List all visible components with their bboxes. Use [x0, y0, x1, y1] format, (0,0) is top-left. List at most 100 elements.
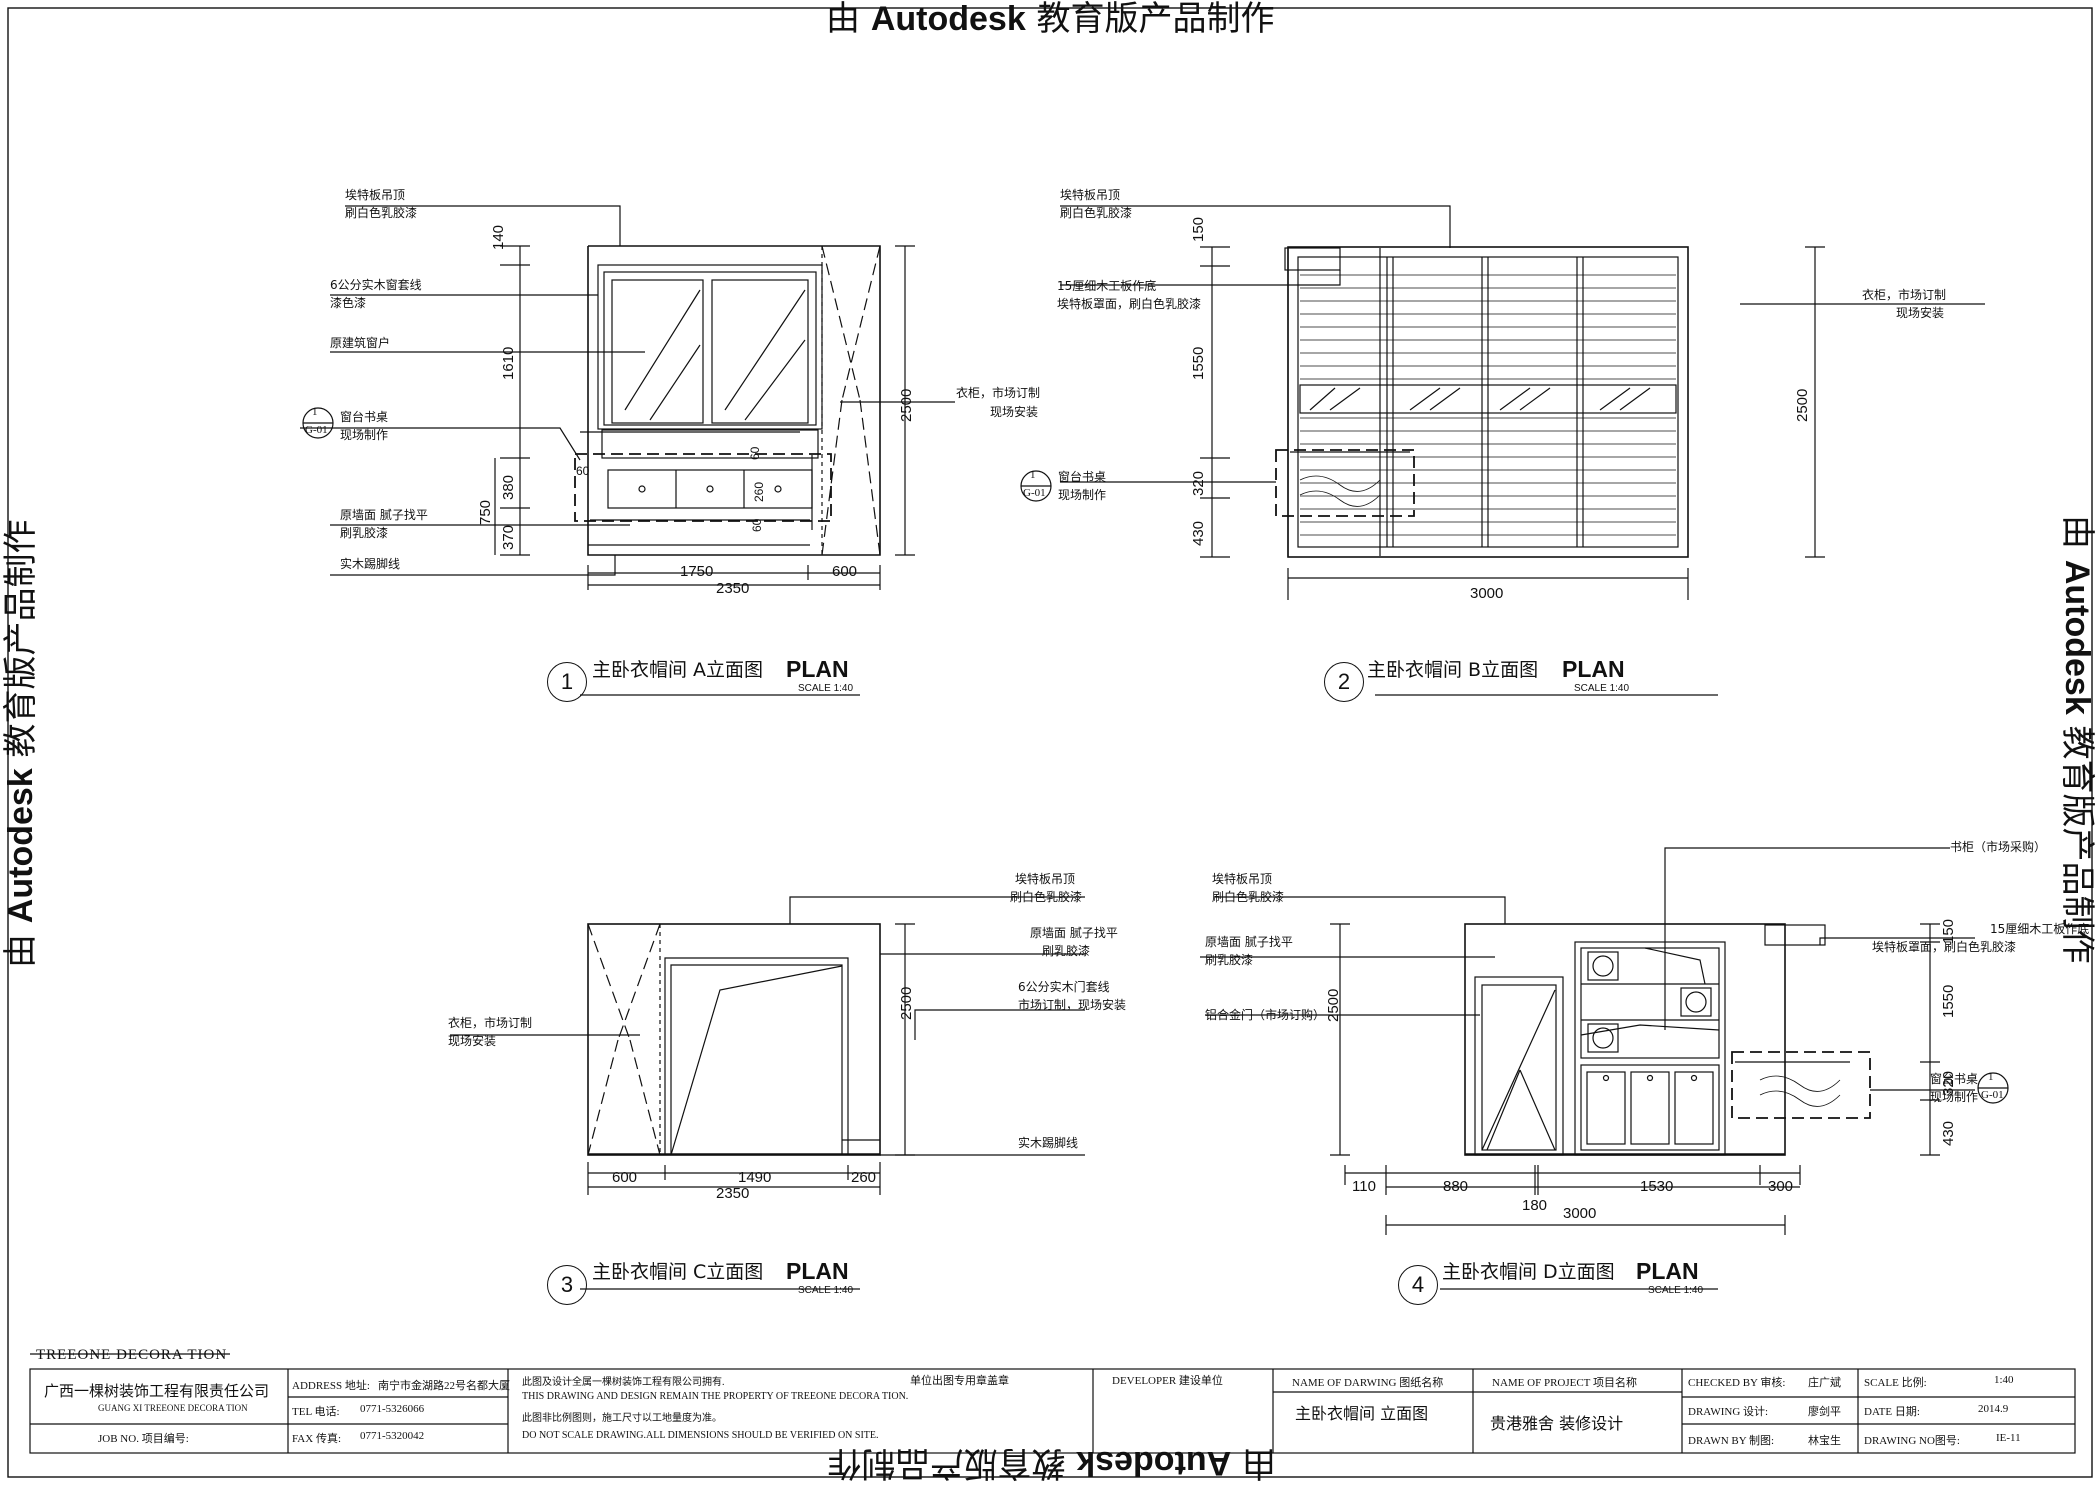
note: 现场安装 — [990, 405, 1039, 419]
date-label: DATE 日期: — [1864, 1406, 1920, 1418]
note: 窗台书桌 — [1058, 470, 1107, 484]
drawing-no-label: DRAWING NO图号: — [1864, 1435, 1960, 1447]
address-label: ADDRESS 地址: — [292, 1380, 370, 1392]
note: 刷白色乳胶漆 — [345, 206, 418, 220]
dim-label: 370 — [500, 524, 517, 550]
watermark-suffix: 教育版产品制作 — [1036, 0, 1275, 39]
dim-label: 260 — [851, 1169, 877, 1186]
dim-label: 180 — [1522, 1197, 1548, 1214]
scale-field-label: SCALE 比例: — [1864, 1377, 1927, 1389]
dim-label: 880 — [1443, 1178, 1469, 1195]
project-name-label: NAME OF PROJECT 项目名称 — [1492, 1377, 1637, 1389]
drawing-title: 主卧衣帽间 A立面图 — [592, 659, 764, 681]
note: 衣柜，市场订制 — [448, 1016, 533, 1030]
drawn-by-value: 林宝生 — [1808, 1435, 1841, 1447]
dim-label: 260 — [752, 481, 766, 502]
note: 埃特板吊顶 — [1015, 872, 1076, 886]
note: 实木踢脚线 — [340, 557, 401, 571]
scale-label: SCALE 1:40 — [1574, 683, 1630, 694]
sheet-border — [7, 7, 2093, 1478]
dim-label: 2350 — [716, 1185, 750, 1202]
elevation-c — [450, 896, 1085, 1195]
note: 埃特板罩面，刷白色乳胶漆 — [1057, 297, 1202, 311]
dim-label: 2500 — [1325, 988, 1342, 1022]
dim-label: 320 — [1190, 470, 1207, 496]
dim-label: 430 — [1940, 1120, 1957, 1146]
address-value: 南宁市金湖路22号名都大厦 — [378, 1380, 510, 1392]
note: 原建筑窗户 — [330, 336, 391, 350]
elevation-a — [300, 205, 955, 590]
dim-label: 60 — [748, 446, 762, 460]
drawing-name-value: 主卧衣帽间 立面图 — [1295, 1404, 1429, 1423]
company-name-cn: 广西一棵树装饰工程有限责任公司 — [44, 1382, 270, 1400]
brand-text: TREEONE DECORA TION — [36, 1347, 228, 1363]
drawn-by-label: DRAWN BY 制图: — [1688, 1435, 1775, 1447]
note: 书柜（市场采购） — [1950, 840, 2047, 854]
dim-label: 150 — [1190, 216, 1207, 242]
watermark-brand: Autodesk — [870, 0, 1026, 38]
dim-label: 1610 — [500, 346, 517, 380]
note: 现场安装 — [448, 1034, 497, 1048]
note: 现场制作 — [1058, 488, 1107, 502]
fax-value: 0771-5320042 — [360, 1430, 425, 1442]
title-block-lines — [29, 1353, 2076, 1454]
note: 窗台书桌 — [1930, 1072, 1979, 1086]
note: 原墙面 腻子找平 — [1030, 926, 1118, 940]
watermark-left: 由 Autodesk 教育版产品制作 — [1, 519, 41, 968]
dim-label: 600 — [832, 563, 858, 580]
dim-label: 750 — [477, 499, 494, 525]
watermark-brand: Autodesk — [2, 768, 40, 924]
plan-label: PLAN — [1636, 1258, 1699, 1284]
drawing-title: 主卧衣帽间 D立面图 — [1442, 1261, 1615, 1283]
note: 刷乳胶漆 — [340, 526, 389, 540]
dim-label: 430 — [1190, 520, 1207, 546]
note: 原墙面 腻子找平 — [340, 508, 428, 522]
tel-value: 0771-5326066 — [360, 1403, 425, 1415]
dim-label: 2350 — [716, 580, 750, 597]
note: 铝合金门（市场订购） — [1205, 1008, 1326, 1022]
plan-label: PLAN — [786, 1258, 849, 1284]
designer-label: DRAWING 设计: — [1688, 1406, 1769, 1418]
note: 埃特板吊顶 — [345, 188, 406, 202]
watermark-right: 由 Autodesk 教育版产品制作 — [2057, 515, 2097, 964]
fax-label: FAX 传真: — [292, 1433, 341, 1445]
note: 刷乳胶漆 — [1205, 953, 1254, 967]
watermark-brand: Autodesk — [1076, 1444, 1232, 1482]
job-no-label: JOB NO. 项目编号: — [98, 1433, 189, 1445]
watermark-top: 由 Autodesk 教育版产品制作 — [826, 2, 1275, 36]
watermark-prefix: 由 — [1, 934, 41, 968]
dim-label: 2500 — [898, 388, 915, 422]
note: 市场订制，现场安装 — [1018, 998, 1127, 1012]
note: 原墙面 腻子找平 — [1205, 935, 1293, 949]
dim-label: 1750 — [680, 563, 714, 580]
scale-label: SCALE 1:40 — [1648, 1285, 1704, 1296]
note: 衣柜，市场订制 — [956, 386, 1041, 400]
dim-label: 3000 — [1470, 585, 1504, 602]
notice-line: THIS DRAWING AND DESIGN REMAIN THE PROPE… — [522, 1391, 909, 1402]
ref-tag-code: G-01 — [1981, 1089, 2004, 1101]
note: 刷白色乳胶漆 — [1212, 890, 1285, 904]
drawing-no-value: IE-11 — [1996, 1432, 2021, 1444]
note: 刷白色乳胶漆 — [1010, 890, 1083, 904]
note: 埃特板吊顶 — [1060, 188, 1121, 202]
dim-label: 2500 — [898, 986, 915, 1020]
company-name-en: GUANG XI TREEONE DECORA TION — [98, 1403, 248, 1413]
dim-label: 380 — [500, 474, 517, 500]
note: 埃特板吊顶 — [1212, 872, 1273, 886]
note: 6公分实木门套线 — [1018, 980, 1110, 994]
ref-tag-code: G-01 — [305, 424, 328, 436]
watermark-suffix: 教育版产品制作 — [827, 1443, 1066, 1483]
note: 15厘细木工板作底 — [1990, 922, 2090, 936]
elevation-d — [1200, 847, 1975, 1235]
drawing-name-label: NAME OF DARWING 图纸名称 — [1292, 1377, 1444, 1389]
dim-label: 1550 — [1190, 346, 1207, 380]
dim-label: 150 — [1940, 918, 1957, 944]
checked-label: CHECKED BY 审核: — [1688, 1377, 1786, 1389]
scale-label: SCALE 1:40 — [798, 683, 854, 694]
watermark-prefix: 由 — [2057, 515, 2097, 549]
drawing-title: 主卧衣帽间 B立面图 — [1367, 659, 1539, 681]
note: 衣柜，市场订制 — [1862, 288, 1947, 302]
watermark-prefix: 由 — [1242, 1443, 1276, 1483]
developer-label: DEVELOPER 建设单位 — [1112, 1375, 1223, 1387]
